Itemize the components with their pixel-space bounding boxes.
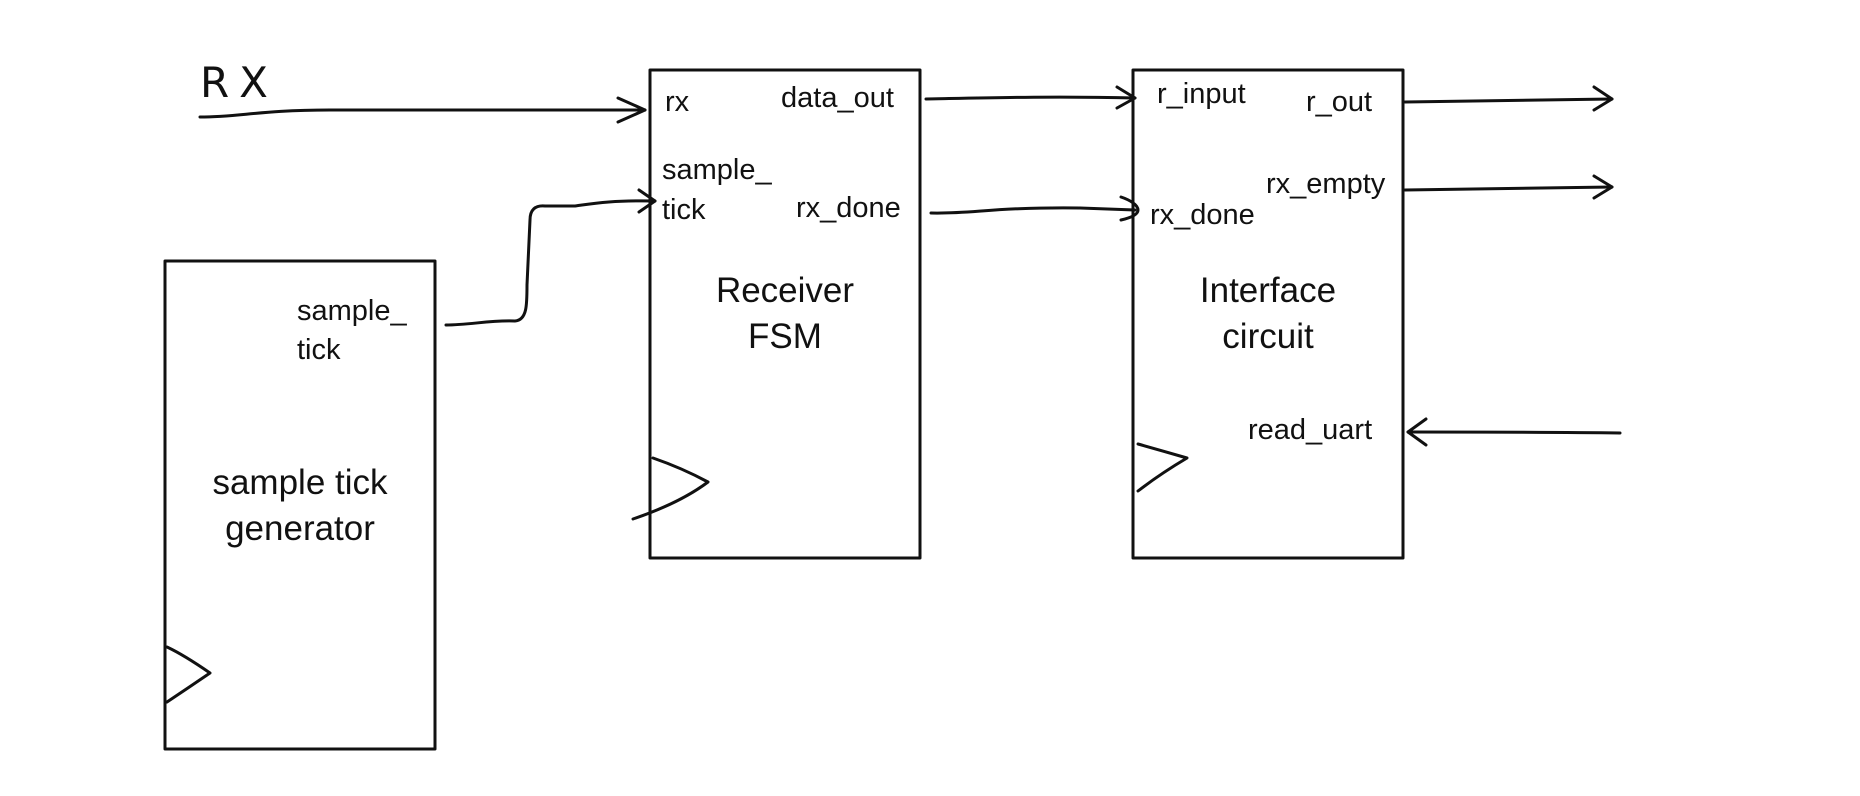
receiver-clock-icon xyxy=(631,456,710,521)
tick-generator-clock-icon xyxy=(165,645,212,704)
sample-tick-wire xyxy=(444,199,657,327)
interface-port-rx-empty: rx_empty xyxy=(1266,168,1386,200)
tick-generator-title-1: sample tick xyxy=(212,463,388,502)
interface-title-2: circuit xyxy=(1222,317,1314,356)
receiver-fsm-block xyxy=(648,68,922,560)
receiver-port-tick-2: tick xyxy=(662,194,706,226)
receiver-title-1: Receiver xyxy=(715,271,855,310)
rx-done-arrowhead xyxy=(1119,195,1140,222)
data-out-wire xyxy=(924,95,1137,101)
rx-input-label: RX xyxy=(200,58,278,107)
rx-input-wire xyxy=(198,108,647,119)
rx-empty-arrowhead xyxy=(1592,174,1614,200)
receiver-port-data-out: data_out xyxy=(781,82,894,114)
receiver-port-rx: rx xyxy=(665,86,690,118)
sample-tick-arrowhead xyxy=(637,188,657,214)
rx-empty-wire xyxy=(1403,185,1614,192)
interface-port-r-out: r_out xyxy=(1306,86,1373,118)
r-out-arrowhead xyxy=(1592,85,1614,112)
read-uart-arrowhead xyxy=(1406,417,1428,447)
receiver-port-rx-done: rx_done xyxy=(796,192,901,224)
tick-generator-title-2: generator xyxy=(225,509,375,548)
tick-generator-block xyxy=(163,259,437,751)
data-out-arrowhead xyxy=(1115,85,1137,110)
interface-port-rx-done: rx_done xyxy=(1150,199,1255,231)
interface-title-1: Interface xyxy=(1199,271,1337,310)
tick-generator-port-tick-2: tick xyxy=(297,334,341,366)
tick-generator-port-tick-1: sample_ xyxy=(297,295,407,327)
rx-done-wire xyxy=(929,206,1137,215)
interface-circuit-block xyxy=(1131,68,1405,560)
rx-input-arrowhead xyxy=(616,96,647,124)
receiver-port-tick-1: sample_ xyxy=(662,154,772,186)
interface-port-r-input: r_input xyxy=(1157,78,1246,110)
r-out-wire xyxy=(1403,97,1614,104)
receiver-title-2: FSM xyxy=(748,317,822,356)
read-uart-wire xyxy=(1406,430,1622,435)
interface-clock-icon xyxy=(1136,442,1189,493)
interface-port-read-uart: read_uart xyxy=(1248,414,1373,446)
